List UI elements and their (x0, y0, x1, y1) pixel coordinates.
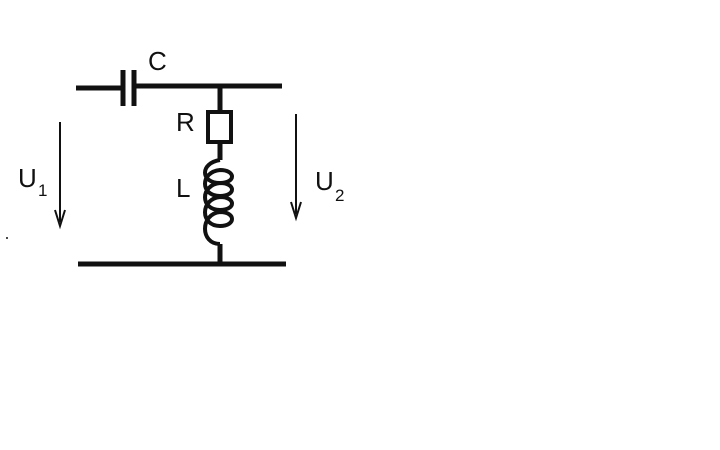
output-voltage-label: U (315, 166, 334, 196)
input-voltage-subscript: 1 (38, 181, 47, 200)
resistor (206, 110, 233, 144)
input-voltage-arrow (54, 122, 66, 230)
resistor-label: R (176, 107, 195, 137)
inductor-label: L (176, 173, 190, 203)
capacitor (120, 70, 137, 106)
input-voltage-label: U (18, 163, 37, 193)
output-voltage-arrow (290, 114, 302, 222)
output-voltage-subscript: 2 (335, 186, 344, 205)
capacitor-label: C (148, 46, 167, 76)
inductor (203, 158, 234, 246)
stray-dot (6, 237, 8, 239)
